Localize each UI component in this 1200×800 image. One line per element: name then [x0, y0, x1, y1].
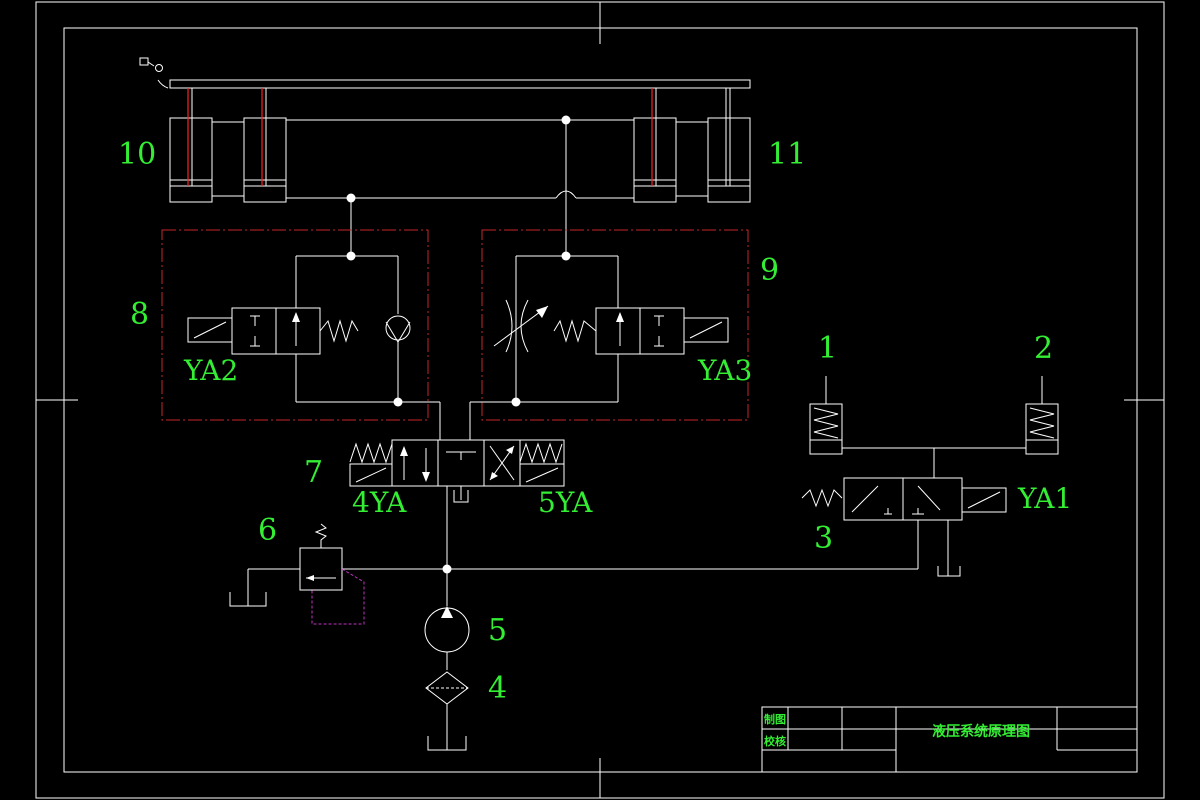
label-4: 4 [488, 671, 507, 706]
cylinder-lines [286, 115, 634, 256]
label-ya3: YA3 [697, 354, 752, 387]
label-11: 11 [768, 137, 806, 172]
label-9: 9 [760, 253, 779, 288]
label-6: 6 [258, 513, 277, 548]
label-ya1: YA1 [1017, 482, 1072, 515]
label-8: 8 [130, 297, 149, 332]
directional-valve-7 [349, 401, 565, 503]
valve-group-8 [161, 229, 429, 421]
cylinder-group-11 [633, 88, 751, 203]
label-4ya: 4YA [352, 486, 407, 519]
pump-circuit [229, 486, 919, 751]
label-3: 3 [814, 521, 833, 556]
label-1: 1 [818, 331, 837, 366]
title-block-checked: 校核 [764, 734, 786, 748]
drawing-title: 液压系统原理图 [932, 723, 1030, 740]
label-10: 10 [118, 137, 156, 172]
clamp-circuit [801, 376, 1059, 577]
title-block: 制图 校核 液压系统原理图 [761, 706, 1138, 773]
label-5: 5 [488, 613, 507, 648]
component-labels: 10 11 8 YA2 9 YA3 7 4YA 5YA 6 5 4 1 2 3 … [118, 137, 1072, 706]
label-5ya: 5YA [538, 486, 593, 519]
title-block-drawn: 制图 [764, 712, 786, 726]
valve-group-9 [481, 229, 749, 421]
drawing-frame [35, 1, 1165, 799]
cylinder-group-10 [169, 88, 287, 203]
label-7: 7 [304, 455, 323, 490]
label-ya2: YA2 [183, 354, 238, 387]
work-table [139, 57, 751, 89]
label-2: 2 [1034, 331, 1053, 366]
